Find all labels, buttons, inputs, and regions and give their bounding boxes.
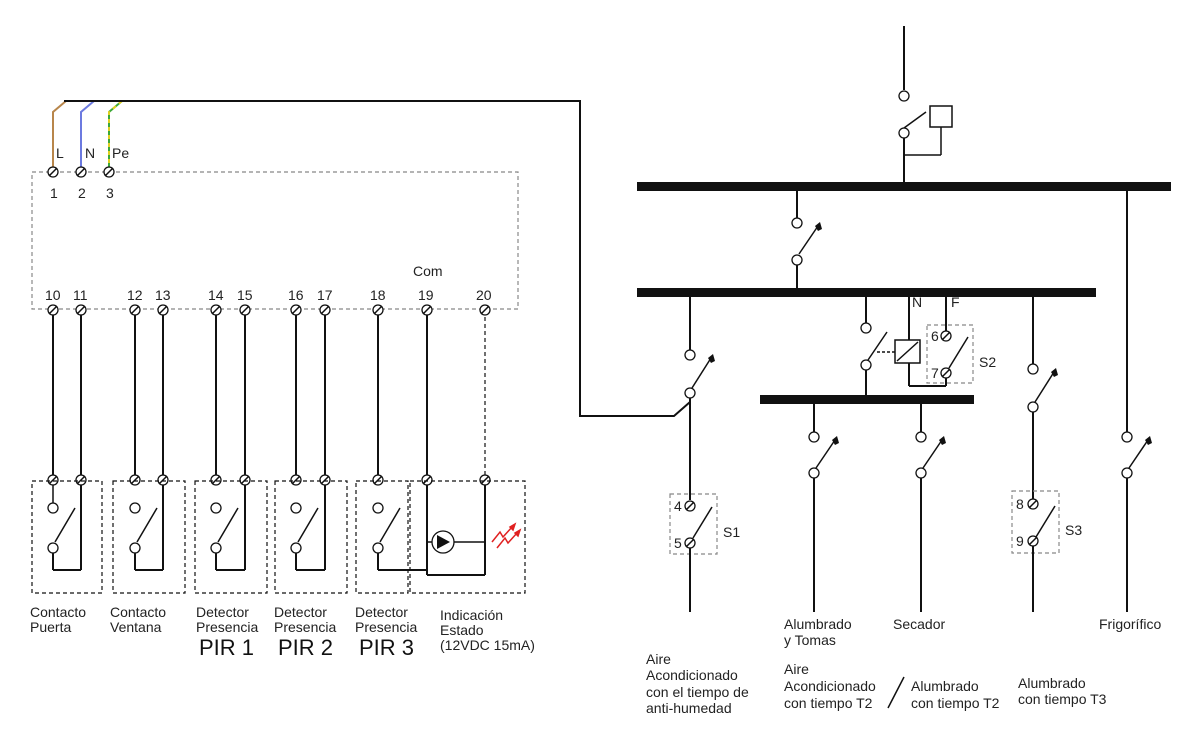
window-label-2: Ventana (110, 619, 162, 635)
window-contact (112, 480, 186, 594)
light-t3-label-1: Alumbrado (1018, 675, 1086, 691)
main-busbar (637, 182, 1171, 191)
light-t3-label-2: con tiempo T3 (1018, 691, 1107, 707)
led-light-icon (491, 522, 522, 549)
terminal-10: 10 (45, 287, 61, 303)
terminal-15: 15 (237, 287, 253, 303)
terminal-17: 17 (317, 287, 333, 303)
terminal-12: 12 (127, 287, 143, 303)
contactor-n-label: N (912, 294, 922, 310)
terminal-11: 11 (73, 287, 88, 303)
pir3-detector (355, 480, 427, 594)
s1-label: S1 (723, 524, 740, 540)
top-terminals (47, 166, 115, 178)
s3-terminal-a: 8 (1016, 496, 1024, 512)
status-indicator (409, 480, 526, 594)
pir2-label-big: PIR 2 (278, 635, 333, 660)
sub-busbar (760, 395, 974, 404)
terminal-20: 20 (476, 287, 492, 303)
door-label-2: Puerta (30, 619, 71, 635)
ac-antihum-label-1: Aire (646, 651, 671, 667)
pir3-label-2: Presencia (355, 619, 417, 635)
pir3-label-big: PIR 3 (359, 635, 414, 660)
secondary-breaker (791, 191, 822, 290)
contactor-s2 (860, 297, 974, 398)
lighting-t3-branch (1011, 297, 1060, 612)
s3-terminal-b: 9 (1016, 533, 1024, 549)
contactor-f-label: F (951, 294, 960, 310)
ac-t2-label-1: Aire (784, 661, 809, 677)
pir2-label-2: Presencia (274, 619, 336, 635)
s3-label: S3 (1065, 522, 1082, 538)
label-n: N (85, 145, 95, 161)
status-label-3: (12VDC 15mA) (440, 637, 535, 653)
s1-terminal-b: 5 (674, 535, 682, 551)
terminal-13: 13 (155, 287, 171, 303)
s2-label: S2 (979, 354, 996, 370)
terminal-16: 16 (288, 287, 304, 303)
ac-antihum-label-3: con el tiempo de (646, 684, 749, 700)
ac-t2-label-2: Acondicionado (784, 678, 876, 694)
supply-wires (52, 100, 691, 417)
terminal-14: 14 (208, 287, 224, 303)
window-label-1: Contacto (110, 604, 166, 620)
ac-antihum-label-4: anti-humedad (646, 700, 732, 716)
pir1-detector (194, 480, 268, 594)
label-pe: Pe (112, 145, 129, 161)
dryer-branch (915, 404, 946, 612)
s1-terminal-a: 4 (674, 498, 682, 514)
dryer-label: Secador (893, 616, 945, 632)
door-label-1: Contacto (30, 604, 86, 620)
pir1-label-big: PIR 1 (199, 635, 254, 660)
terminal-com: Com (413, 263, 443, 279)
door-contact (31, 480, 103, 594)
pir1-label-1: Detector (196, 604, 249, 620)
pir3-label-1: Detector (355, 604, 408, 620)
light-t2-label-2: con tiempo T2 (911, 695, 1000, 711)
lighting-branch (808, 404, 839, 612)
terminal-18: 18 (370, 287, 386, 303)
lighting-label-1: Alumbrado (784, 616, 852, 632)
main-breaker (898, 26, 953, 185)
fridge-label: Frigorífico (1099, 616, 1161, 632)
label-l: L (56, 145, 64, 161)
pir2-detector (274, 480, 348, 594)
input-wiring (47, 304, 491, 486)
terminal-3: 3 (106, 185, 114, 201)
s2-terminal-b: 7 (931, 365, 939, 381)
terminal-19: 19 (418, 287, 434, 303)
pir2-label-1: Detector (274, 604, 327, 620)
controller-box (31, 171, 519, 310)
ac-antihum-label-2: Acondicionado (646, 667, 738, 683)
ac-antihumidity-branch (669, 297, 718, 612)
status-label-2: Estado (440, 622, 484, 638)
pir1-label-2: Presencia (196, 619, 258, 635)
secondary-busbar (637, 288, 1096, 297)
fridge-branch (1121, 191, 1152, 612)
status-label-1: Indicación (440, 607, 503, 623)
lighting-label-2: y Tomas (784, 632, 836, 648)
ac-t2-label-3: con tiempo T2 (784, 695, 873, 711)
light-t2-label-1: Alumbrado (911, 678, 979, 694)
separator-slash (887, 676, 905, 709)
terminal-1: 1 (50, 185, 58, 201)
s2-terminal-a: 6 (931, 328, 939, 344)
terminal-2: 2 (78, 185, 86, 201)
